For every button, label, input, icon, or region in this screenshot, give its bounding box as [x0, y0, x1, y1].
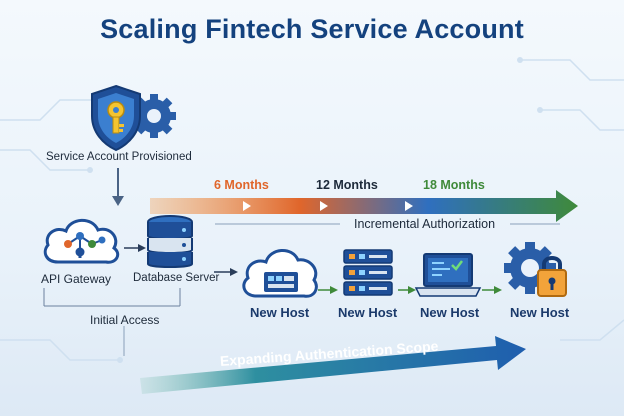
gear-lock-icon: [504, 242, 567, 297]
service-account-provisioned-label: Service Account Provisioned: [46, 151, 192, 163]
cloud-server-icon: [242, 249, 318, 298]
shield-key-gear-icon: [91, 84, 176, 152]
month-label-12: 12 Months: [316, 178, 378, 192]
database-server-label: Database Server: [133, 272, 220, 284]
host-label-3: New Host: [420, 305, 480, 320]
incremental-authorization-label: Incremental Authorization: [354, 217, 496, 231]
api-gateway-label: API Gateway: [41, 272, 112, 286]
initial-access-label: Initial Access: [90, 313, 160, 327]
month-label-18: 18 Months: [423, 178, 485, 192]
host-label-1: New Host: [250, 305, 310, 320]
host-label-4: New Host: [510, 305, 570, 320]
database-server-icon: [147, 215, 193, 268]
page-title: Scaling Fintech Service Account: [100, 14, 524, 44]
api-gateway-cloud-icon: [43, 218, 120, 264]
host-label-2: New Host: [338, 305, 398, 320]
laptop-icon: [414, 253, 482, 297]
server-rack-icon: [343, 249, 393, 296]
month-label-6: 6 Months: [214, 178, 269, 192]
